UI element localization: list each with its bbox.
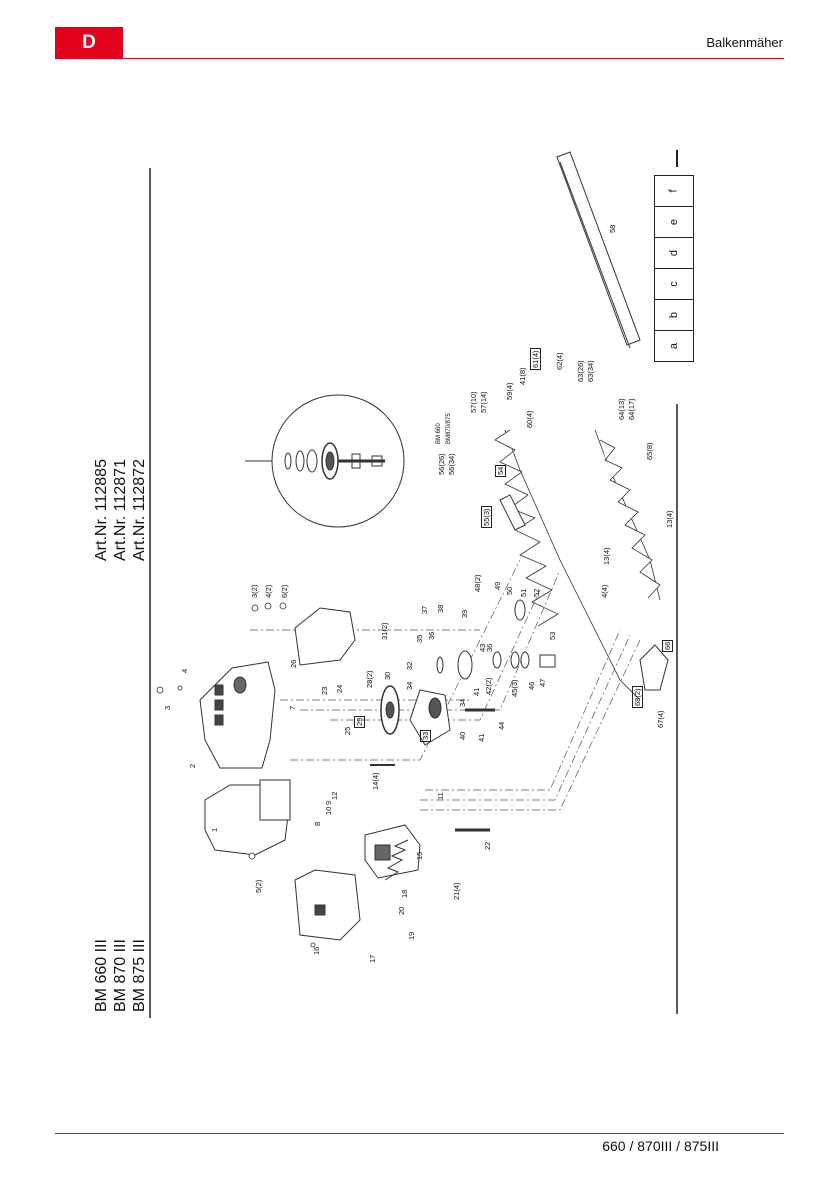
part-label: 20	[397, 906, 406, 915]
part-label: 57(14)	[479, 391, 488, 413]
part-label: 21(4)	[452, 882, 461, 900]
part-label: 46	[527, 681, 536, 690]
part-label-boxed: 29	[354, 715, 365, 728]
assembly-guide-lines	[250, 559, 641, 811]
part-label: 4(2)	[264, 584, 273, 598]
part-label: 57(10)	[469, 391, 478, 413]
cutter-bar-part-58	[556, 151, 641, 349]
part-label: 8	[313, 821, 322, 826]
part-label-boxed: 54	[495, 464, 506, 477]
part-label: 28(2)	[365, 670, 374, 688]
variant-note: BM870/875	[446, 413, 452, 444]
part-label: 50	[505, 586, 514, 595]
part-label: 13(4)	[602, 547, 611, 565]
footer-models: 660 / 870III / 875III	[602, 1138, 719, 1154]
part-label: 38	[436, 604, 445, 613]
part-label: 56(26)	[437, 453, 446, 475]
part-label: 19	[407, 931, 416, 940]
part-label: 3	[163, 705, 172, 710]
part-label: 59(4)	[505, 382, 514, 400]
part-label: 41(8)	[518, 367, 527, 385]
part-label: 9	[324, 800, 333, 805]
grid-reference-table: f e d c b a	[654, 175, 694, 362]
header-rule	[55, 58, 784, 59]
part-label: 6(2)	[280, 584, 289, 598]
grid-cell: e	[654, 206, 694, 238]
part-label: 30	[383, 671, 392, 680]
part-label: 11	[436, 792, 445, 800]
part-label: 18	[400, 889, 409, 898]
part-label: 67(4)	[656, 710, 665, 728]
part-label: 51	[519, 588, 528, 597]
part-label: 16	[312, 946, 321, 955]
part-label: 62(4)	[555, 352, 564, 370]
part-label: 41	[477, 733, 486, 742]
part-label: 35	[415, 634, 424, 643]
part-label: 2	[188, 763, 197, 768]
part-label: 40	[458, 731, 467, 740]
part-label: 12	[330, 791, 339, 800]
part-label: 42(2)	[484, 677, 493, 695]
part-label: 17	[368, 954, 377, 963]
part-label-boxed: 33	[420, 729, 431, 742]
part-label: 64(17)	[627, 398, 636, 420]
part-label: 3(2)	[250, 584, 259, 598]
part-label: 64(13)	[617, 398, 626, 420]
language-tab: D	[55, 27, 123, 58]
footer-rule	[55, 1133, 784, 1134]
bolts	[156, 602, 495, 948]
part-label: 7	[288, 705, 297, 710]
part-label: 58	[608, 224, 617, 233]
part-label-boxed: 68(2)	[632, 686, 643, 708]
part-label: 13(4)	[665, 510, 674, 528]
part-label: 31(2)	[380, 622, 389, 640]
part-label: 45(3)	[510, 679, 519, 697]
grid-cell: f	[654, 175, 694, 207]
part-label: 36	[427, 631, 436, 640]
part-label: 43	[478, 643, 487, 652]
part-label: 49	[493, 581, 502, 590]
part-label: 14(4)	[371, 772, 380, 790]
blade-row	[494, 429, 661, 701]
part-label-boxed: 55(3)	[481, 506, 492, 528]
part-label: 63(26)	[576, 360, 585, 382]
part-label: 22	[483, 841, 492, 850]
part-label: 1	[210, 827, 219, 832]
part-label: 24	[335, 684, 344, 693]
part-label: 65(8)	[645, 442, 654, 460]
part-label: 52	[532, 588, 541, 597]
part-label: 15	[415, 851, 424, 860]
section-title: Balkenmäher	[706, 35, 783, 50]
part-label: 39	[460, 609, 469, 618]
part-label: 25	[343, 726, 352, 735]
part-label: 47	[538, 678, 547, 687]
part-label: 10	[324, 806, 333, 815]
variant-note: BM 660	[436, 423, 442, 444]
part-label: 48(2)	[473, 574, 482, 592]
part-label: 41	[472, 687, 481, 696]
part-label: 26	[289, 659, 298, 668]
part-label-boxed: 61(4)	[530, 348, 541, 370]
part-label: 4(4)	[600, 584, 609, 598]
part-label: 4	[180, 668, 189, 673]
part-label: 60(4)	[525, 410, 534, 428]
part-label: 37	[420, 605, 429, 614]
part-label-boxed: 66	[662, 639, 673, 652]
part-label: 44	[497, 721, 506, 730]
part-label: 5(2)	[254, 879, 263, 893]
part-label: 34	[458, 698, 467, 707]
part-label: 56(34)	[447, 453, 456, 475]
part-label: 34	[405, 681, 414, 690]
grid-cell: a	[654, 330, 694, 362]
part-label: 53	[548, 631, 557, 640]
part-label: 32	[405, 661, 414, 670]
detail-bearing-assembly	[284, 442, 385, 480]
part-label: 63(34)	[586, 360, 595, 382]
part-label: 23	[320, 686, 329, 695]
gear-housing-parts	[199, 494, 669, 941]
